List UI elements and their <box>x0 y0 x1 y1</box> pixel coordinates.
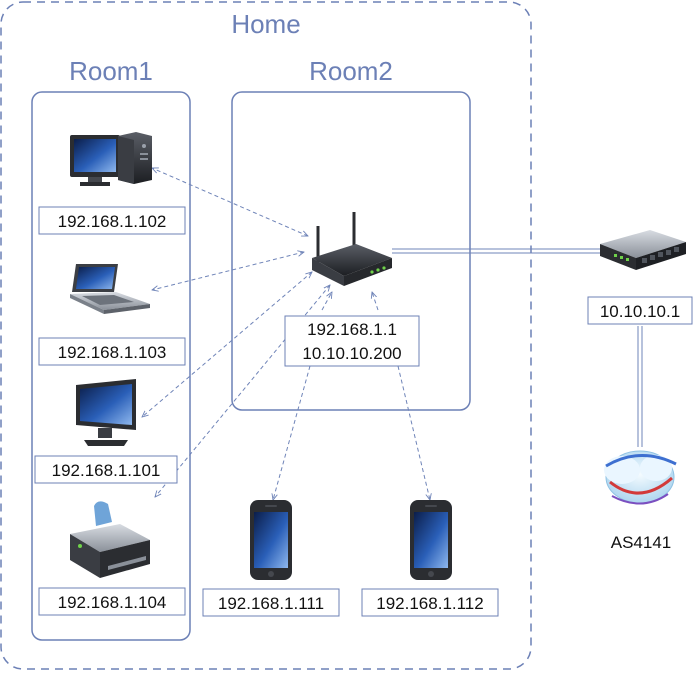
home-title: Home <box>231 9 300 39</box>
link-router-laptop <box>152 252 304 290</box>
smartphone-icon[interactable] <box>410 500 452 580</box>
room1-title: Room1 <box>69 56 153 86</box>
link-router-desktop <box>152 168 308 236</box>
printer-icon[interactable] <box>70 501 150 578</box>
monitor-ip-label: 192.168.1.101 <box>52 461 161 480</box>
desktop-ip-label: 192.168.1.102 <box>58 212 167 231</box>
router-wan-ip-label: 10.10.10.200 <box>302 344 401 363</box>
room2-title: Room2 <box>309 56 393 86</box>
smartphone-icon[interactable] <box>250 500 292 580</box>
phone2-ip-label: 192.168.1.112 <box>376 594 483 613</box>
cloud-label: AS4141 <box>611 533 672 552</box>
link-router-phone2-up <box>372 292 379 311</box>
laptop-icon[interactable] <box>70 264 150 314</box>
laptop-ip-label: 192.168.1.103 <box>58 343 167 362</box>
internet-cloud-icon[interactable] <box>604 450 677 505</box>
link-router-phone1 <box>273 365 311 500</box>
desktop-pc-icon[interactable] <box>70 132 152 186</box>
wifi-router-icon[interactable] <box>312 212 392 286</box>
router-lan-ip-label: 192.168.1.1 <box>307 320 397 339</box>
phone1-ip-label: 192.168.1.111 <box>218 594 324 613</box>
wire-router-switch <box>392 248 600 254</box>
switch-ip-label: 10.10.10.1 <box>600 302 680 321</box>
link-router-phone1-up <box>321 292 332 311</box>
monitor-icon[interactable] <box>76 379 136 446</box>
wire-switch-cloud <box>637 326 643 447</box>
printer-ip-label: 192.168.1.104 <box>58 593 167 612</box>
link-router-phone2 <box>397 365 430 500</box>
network-switch-icon[interactable] <box>600 230 686 270</box>
home-boundary <box>0 1 532 670</box>
